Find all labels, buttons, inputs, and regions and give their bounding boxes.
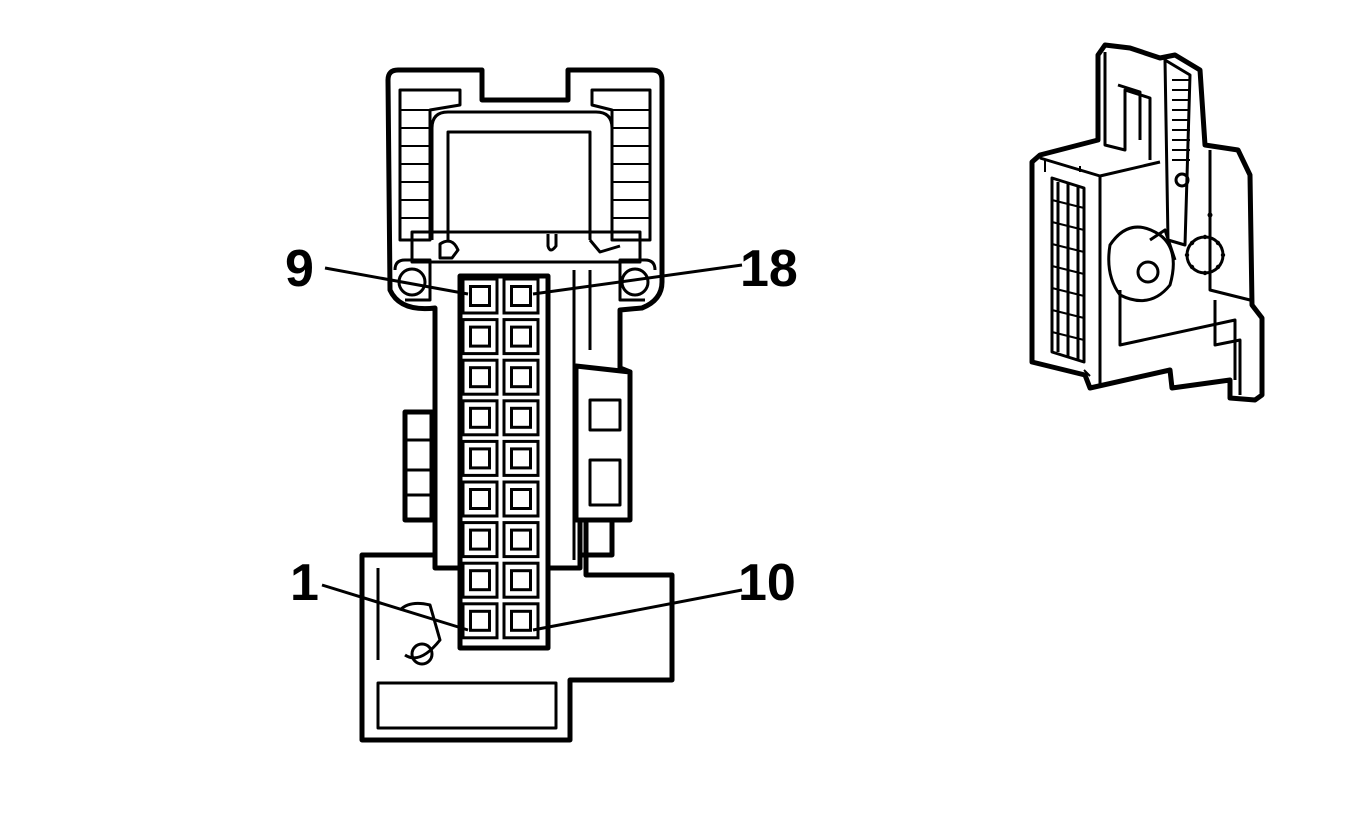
pin-terminal-15 [510,406,532,429]
pin-label-1: 1 [290,554,319,612]
pin-cavity-6 [461,399,499,437]
pin-terminal-8 [469,325,491,348]
pin-terminal-1 [469,609,491,632]
latch-ribs-right [612,109,650,219]
pin-cavity-7 [461,358,499,396]
pin-terminal-10 [510,609,532,632]
isometric-detent-ring [1184,212,1226,276]
pin-terminal-11 [510,569,532,592]
pin-terminal-12 [510,528,532,551]
pin-terminal-9 [469,285,491,307]
pin-label-18: 18 [740,240,798,298]
pin-cavity-8 [461,318,499,356]
pin-terminal-2 [469,569,491,592]
pin-terminal-4 [469,488,491,510]
pin-terminal-17 [510,325,532,348]
pin-terminal-3 [469,528,491,551]
latch-ribs-left [400,109,430,219]
pin-cavity-4 [461,480,499,518]
pin-terminal-16 [510,366,532,389]
pin-label-9: 9 [285,240,314,298]
connector-face-view [359,67,675,743]
pin-cavity-9 [461,277,499,315]
leader-line-pin-1 [321,583,469,632]
pin-terminal-18 [510,285,532,307]
pin-label-10: 10 [738,554,796,612]
leader-line-pin-18 [532,263,743,296]
pin-terminal-14 [510,447,532,470]
leader-lines [321,263,743,632]
pin-terminal-7 [469,366,491,389]
pin-terminal-6 [469,406,491,429]
pin-terminal-5 [469,447,491,470]
pin-grid [461,277,540,640]
pin-terminal-13 [510,488,532,510]
connector-isometric-view [1029,42,1265,403]
leader-line-pin-10 [532,588,743,632]
leader-line-pin-9 [324,266,469,296]
